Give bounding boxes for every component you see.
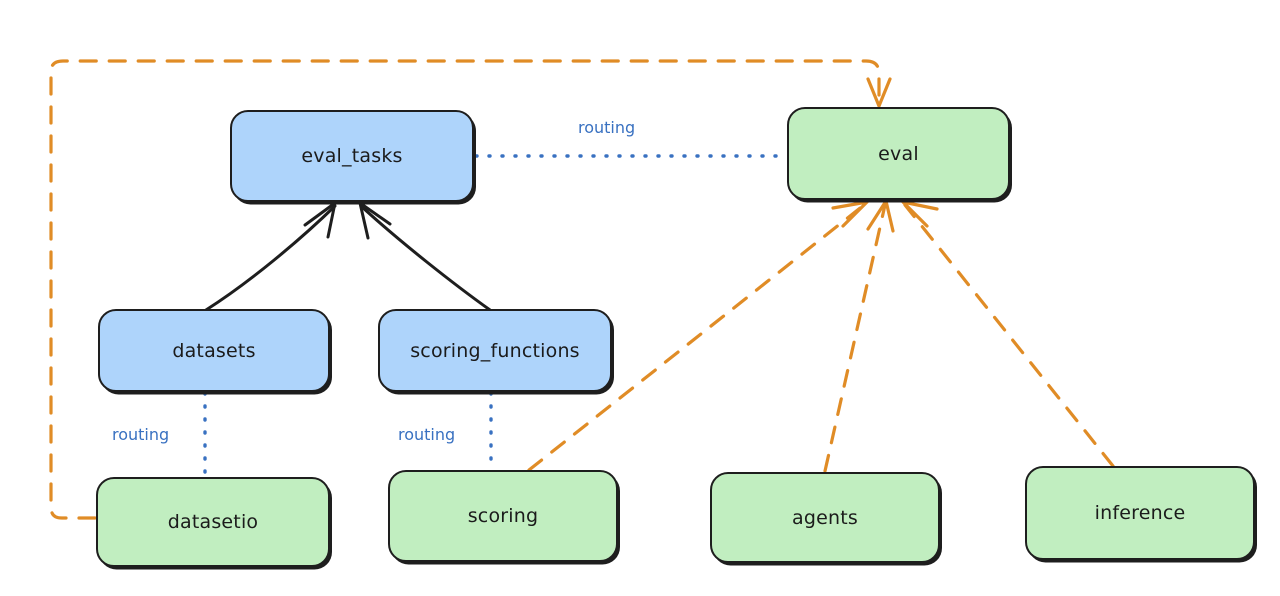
node-label: scoring	[467, 505, 539, 527]
node-label: datasetio	[167, 511, 259, 533]
edge-scoring-functions-to-eval-tasks	[358, 201, 492, 312]
node-label: datasets	[172, 339, 256, 362]
node-agents[interactable]: agents	[710, 472, 940, 563]
node-label: inference	[1094, 502, 1186, 524]
edge-label-routing-scoring-functions: routing	[398, 425, 456, 444]
edge-label-routing-datasets: routing	[112, 425, 170, 444]
node-label: scoring_functions	[410, 339, 580, 362]
node-datasetio[interactable]: datasetio	[96, 477, 330, 567]
node-inference[interactable]: inference	[1025, 466, 1255, 560]
node-eval-tasks[interactable]: eval_tasks	[230, 110, 474, 202]
edge-label-routing-eval-tasks: routing	[578, 118, 636, 137]
node-label: eval	[878, 142, 919, 165]
node-datasets[interactable]: datasets	[98, 309, 330, 392]
node-scoring-functions[interactable]: scoring_functions	[378, 309, 612, 392]
node-eval[interactable]: eval	[787, 107, 1010, 200]
edge-datasets-to-eval-tasks	[204, 201, 337, 312]
edge-agents-to-eval	[823, 199, 895, 473]
node-label: eval_tasks	[301, 145, 403, 167]
node-label: agents	[792, 506, 858, 529]
edge-inference-to-eval	[901, 200, 1115, 468]
node-scoring[interactable]: scoring	[388, 470, 618, 562]
